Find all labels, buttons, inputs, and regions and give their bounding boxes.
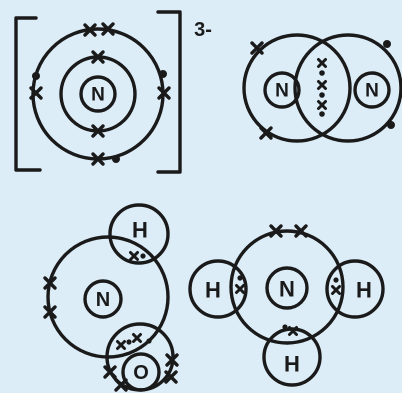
atom-label-left: N <box>275 81 289 102</box>
dot-electron <box>319 92 325 98</box>
n-nucleus-circle <box>83 279 123 319</box>
right-atom-shell <box>293 33 402 143</box>
atom-label-o: O <box>133 362 149 384</box>
cross-electron <box>317 100 327 110</box>
left-atom-shell <box>242 33 352 143</box>
dot-electron <box>146 338 152 344</box>
dot-electron <box>159 70 167 78</box>
atom-label-right: N <box>365 81 379 102</box>
atom-label-h-right: H <box>356 278 372 303</box>
dot-electron <box>319 70 325 76</box>
dot-electron <box>383 40 391 48</box>
h-right-atom-shell <box>325 259 385 319</box>
atom-label: N <box>91 85 105 106</box>
atom-label-h-bottom: H <box>284 352 300 377</box>
o-nucleus-circle <box>121 352 161 392</box>
right-nucleus-circle <box>353 71 391 109</box>
left-bracket <box>14 16 42 172</box>
h-left-atom-shell <box>188 259 248 319</box>
dot-electron <box>126 339 132 345</box>
atom-label-n: N <box>279 277 295 302</box>
dot-electron <box>140 253 146 259</box>
dot-electron <box>387 121 395 129</box>
n-atom-shell <box>229 229 345 345</box>
cross-electron <box>129 251 139 261</box>
cross-electron <box>317 58 327 68</box>
dot-electron <box>112 155 120 163</box>
atom-label-h-left: H <box>205 278 221 303</box>
ammonia-molecule-diagram: H N H H <box>188 224 385 387</box>
dot-electron <box>32 72 40 80</box>
cross-electron <box>116 340 126 350</box>
cross-electron <box>235 284 245 294</box>
h-atom-shell <box>108 203 170 265</box>
cross-electron <box>132 333 142 343</box>
nitride-ion-diagram: N 3- <box>14 10 212 174</box>
left-nucleus-circle <box>263 71 301 109</box>
dot-electron <box>237 275 243 281</box>
ion-charge: 3- <box>194 19 212 41</box>
cross-electron <box>331 285 341 295</box>
nucleus-circle <box>79 75 117 113</box>
right-bracket <box>156 10 182 174</box>
atom-label-n: N <box>96 289 110 311</box>
dot-electron <box>319 111 325 117</box>
hno-molecule-diagram: H N O <box>43 203 179 392</box>
cross-electron <box>317 80 327 90</box>
dot-electron <box>333 277 339 283</box>
dot-electron <box>282 324 288 330</box>
nitrogen-molecule-diagram: N N <box>242 33 402 143</box>
n-nucleus-circle <box>265 266 309 310</box>
atom-label-h: H <box>132 218 148 243</box>
